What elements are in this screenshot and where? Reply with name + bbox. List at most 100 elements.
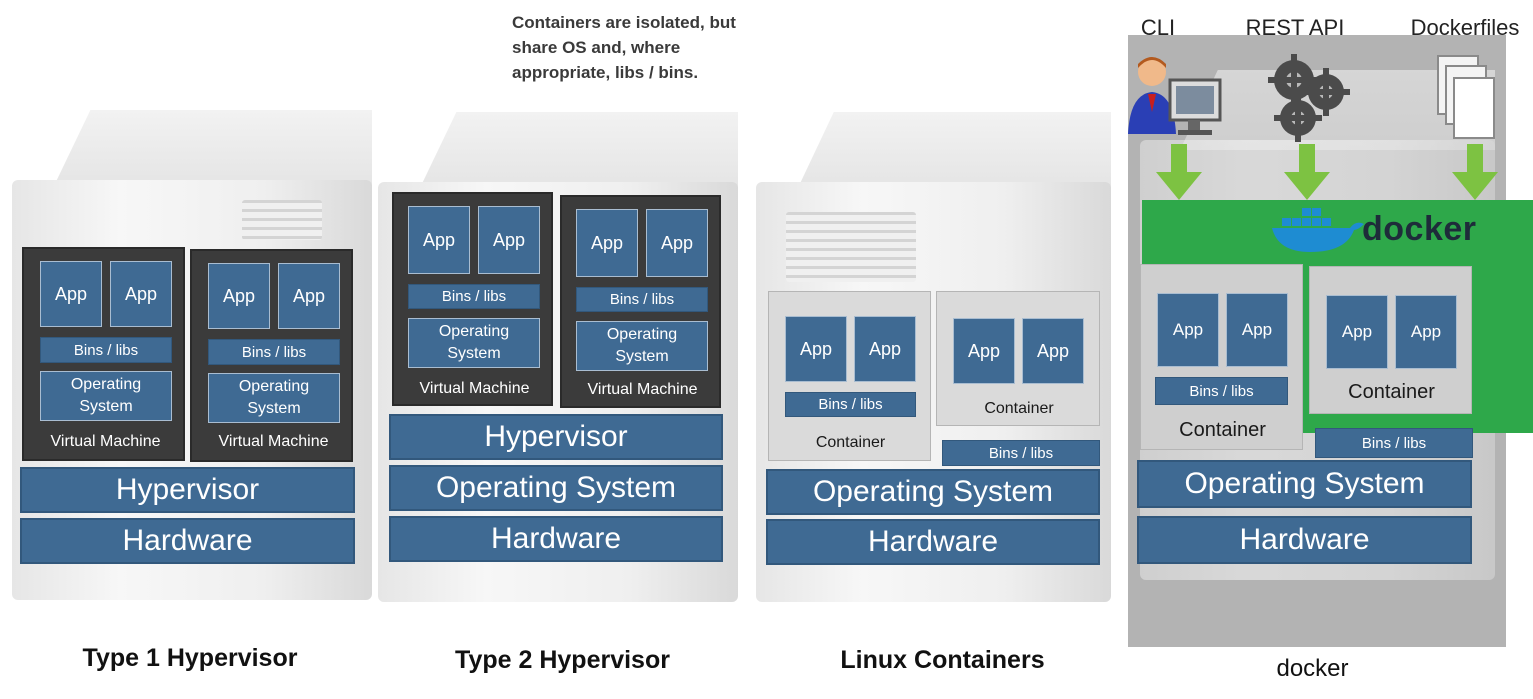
host-os-layer: Operating System [766,469,1100,515]
app-label: App [492,229,526,250]
container-label: Container [1348,381,1435,403]
bins-libs-label: Bins / libs [1189,382,1254,400]
host-os-label: Operating System [812,475,1054,508]
bins-libs-layer: Bins / libs [408,284,540,309]
hardware-layer: Hardware [389,516,723,562]
arrow-down-icon [1284,144,1330,200]
app-box: App [40,261,102,327]
isolation-note: Containers are isolated, but share OS an… [512,10,772,85]
app-box: App [576,209,638,277]
hardware-layer: Hardware [20,518,355,564]
os-label-line1: Operating [238,378,310,395]
bins-libs-label: Bins / libs [241,343,307,361]
os-label-line2: System [447,345,501,362]
host-os-layer: Operating System [1137,460,1472,508]
os-label-line2: System [79,398,133,415]
note-line: Containers are isolated, but [512,13,736,32]
bins-libs-layer: Bins / libs [40,337,172,363]
app-box: App [1226,293,1288,367]
hardware-label: Hardware [867,525,999,558]
container-label: Container [815,434,886,451]
vm-label: Virtual Machine [419,380,530,397]
bins-libs-label: Bins / libs [609,291,675,308]
app-box: App [1326,295,1388,369]
container-label: Container [1179,419,1266,441]
hypervisor-label: Hypervisor [115,473,260,506]
app-box: App [408,206,470,274]
bins-libs-label: Bins / libs [988,444,1054,462]
app-label: App [1410,322,1442,341]
app-box: App [854,316,916,382]
bins-libs-layer: Bins / libs [576,287,708,312]
bins-libs-layer: Bins / libs [1155,377,1288,405]
app-label: App [124,283,158,304]
app-box: App [208,263,270,329]
container: App App Bins / libs Container [768,291,931,461]
bins-libs-label: Bins / libs [1361,434,1427,452]
app-box: App [953,318,1015,384]
app-box: App [785,316,847,382]
container-label: Container [984,400,1054,417]
app-label: App [660,232,694,253]
app-label: App [1341,322,1373,341]
vm-label: Virtual Machine [218,433,329,450]
caption-docker: docker [1276,655,1349,682]
app-label: App [590,232,624,253]
hypervisor-label: Hypervisor [484,420,628,453]
app-box: App [278,263,340,329]
app-box: App [646,209,708,277]
gears-icon [1268,54,1350,142]
os-label-line2: System [615,348,669,365]
documents-icon [1437,55,1495,139]
note-line: appropriate, libs / bins. [512,63,699,82]
arrow-down-icon [1452,144,1498,200]
os-label-line1: Operating [70,376,142,393]
app-box: App [1022,318,1084,384]
rest-api-label: REST API [1245,15,1345,40]
host-os-layer: Operating System [389,465,723,511]
app-label: App [1241,320,1273,339]
app-label: App [799,338,833,359]
app-label: App [1172,320,1204,339]
app-box: App [110,261,172,327]
app-label: App [54,283,88,304]
app-label: App [422,229,456,250]
server-top [52,110,372,190]
shared-bins-libs-layer: Bins / libs [1315,428,1473,458]
vm-label: Virtual Machine [50,433,161,450]
bins-libs-layer: Bins / libs [208,339,340,365]
container: App App Bins / libs Container [1140,264,1303,450]
hardware-label: Hardware [490,522,622,555]
cli-label: CLI [1140,15,1176,40]
dockerfiles-label: Dockerfiles [1410,15,1520,40]
docker-whale-icon [1272,208,1364,252]
server-top [796,112,1111,192]
os-label-line1: Operating [438,323,510,340]
docker-logo-text: docker [1362,210,1477,248]
bins-libs-label: Bins / libs [818,396,883,413]
host-os-label: Operating System [435,471,677,504]
cli-user-icon [1128,57,1222,135]
server-top [418,112,738,192]
app-label: App [222,285,256,306]
app-label: App [967,340,1001,361]
hypervisor-layer: Hypervisor [20,467,355,513]
caption-type1: Type 1 Hypervisor [82,644,298,672]
shared-bins-libs-layer: Bins / libs [942,440,1100,466]
bins-libs-label: Bins / libs [73,341,139,359]
hardware-label: Hardware [1239,523,1370,556]
app-label: App [1036,340,1070,361]
hypervisor-layer: Hypervisor [389,414,723,460]
app-label: App [292,285,326,306]
container: App App Container [936,291,1100,426]
app-box: App [478,206,540,274]
os-label-line1: Operating [606,326,678,343]
bins-libs-layer: Bins / libs [785,392,916,417]
